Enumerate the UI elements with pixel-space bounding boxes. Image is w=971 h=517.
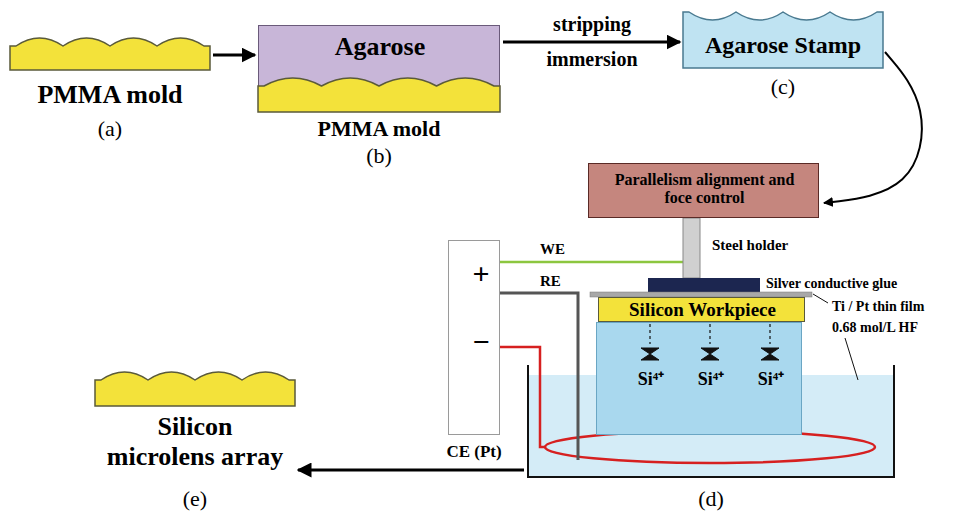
label-box: RE: [540, 272, 561, 290]
bowtie-symbol: [761, 348, 779, 360]
steel-holder: [683, 218, 700, 278]
node-label: Si⁴⁺: [758, 369, 784, 390]
leader-line: [813, 294, 828, 303]
re-wire: [500, 293, 578, 460]
process-arrow: [298, 469, 524, 472]
panel-label: (b): [366, 143, 392, 168]
panel-label: (d): [698, 486, 724, 511]
bowtie-symbol: [701, 348, 719, 360]
text-box: Silicon Workpiece: [599, 299, 806, 321]
node-label: +: [472, 257, 489, 292]
text-box: 0.68 mol/L HF: [832, 318, 962, 336]
panel-label: (a): [98, 116, 122, 141]
diffusion-line: [709, 324, 710, 344]
potentiostat: +−: [448, 240, 500, 435]
label-box: (a): [10, 116, 210, 141]
shape-outline: [258, 78, 500, 112]
callout-label: immersion: [546, 48, 637, 70]
shape-outline: [95, 372, 295, 406]
node-label: Agarose Stamp: [705, 32, 861, 60]
text-box: Silicon microlens array: [101, 412, 289, 472]
label-box: (b): [279, 143, 479, 168]
edge-label-box: stripping: [492, 13, 692, 36]
panel-label: (e): [183, 486, 207, 511]
callout-label: RE: [540, 273, 561, 289]
text-box: Si⁴⁺: [747, 369, 795, 390]
process-arrow: [503, 41, 680, 44]
shape-outline: [95, 372, 295, 406]
label-box: immersion: [492, 48, 692, 71]
text-box: Agarose Stamp: [683, 32, 883, 60]
diffusion-line: [769, 324, 770, 344]
text-box: −: [463, 325, 499, 360]
process-arrow: [213, 54, 255, 57]
we-wire: [500, 261, 683, 264]
node-label: Si⁴⁺: [698, 369, 724, 390]
ce-wire: [500, 347, 545, 447]
label-box: Steel holder: [712, 236, 788, 254]
diffusion-symbols: [641, 324, 779, 360]
text-box: PMMA mold: [10, 80, 210, 110]
silicon-workpiece: Silicon Workpiece: [598, 297, 805, 322]
node-label: −: [472, 325, 489, 360]
text-box: PMMA mold: [258, 116, 500, 141]
shape-outline: [258, 78, 500, 112]
label-box: (e): [95, 486, 295, 511]
shape-outline: [683, 12, 883, 68]
bowtie-symbol: [641, 348, 659, 360]
leader-line: [845, 338, 858, 380]
callout-label: CE (Pt): [446, 442, 501, 461]
shape-outline: [10, 38, 210, 70]
node-label: Si⁴⁺: [638, 369, 664, 390]
pt-counter-electrode: [545, 431, 875, 463]
control-box: Parallelism alignment and foce control: [588, 163, 819, 218]
node-label: Parallelism alignment and foce control: [605, 171, 804, 208]
shape-outline: [10, 38, 210, 70]
panel-label: (c): [771, 74, 795, 99]
label-box: CE (Pt): [374, 442, 574, 462]
diffusion-line: [649, 324, 650, 344]
process-arrow: [824, 52, 922, 203]
node-label: Silicon Workpiece: [629, 299, 776, 321]
callout-label: Ti / Pt thin film: [832, 299, 924, 314]
callout-label: WE: [540, 241, 565, 257]
text-box: Agarose: [259, 32, 501, 62]
agarose-stamp: Agarose Stamp: [683, 12, 883, 68]
node-label: PMMA mold: [318, 116, 441, 141]
text-box: Si⁴⁺: [627, 369, 675, 390]
mold-shape: PMMA mold: [10, 38, 210, 114]
label-box: Silver conductive glue: [766, 274, 897, 292]
microlens-array: Silicon microlens array: [95, 372, 295, 476]
node-label: Agarose: [335, 32, 426, 62]
label-box: WE: [540, 240, 565, 258]
label-box: Ti / Pt thin film: [832, 297, 924, 315]
agarose-stamp: Si⁴⁺ Si⁴⁺ Si⁴⁺: [596, 322, 802, 435]
mold-shape: PMMA mold: [258, 78, 500, 112]
label-box: (c): [683, 74, 883, 99]
label-box: (d): [611, 486, 811, 511]
text-box: Si⁴⁺: [687, 369, 735, 390]
silver-glue-layer: [648, 278, 760, 292]
node-label: 0.68 mol/L HF: [832, 320, 918, 336]
node-label: Silicon microlens array: [101, 412, 289, 472]
node-label: PMMA mold: [37, 80, 182, 110]
text-box: Parallelism alignment and foce control: [605, 171, 804, 208]
callout-label: Steel holder: [712, 237, 788, 253]
edge-label: stripping: [553, 13, 631, 35]
callout-label: Silver conductive glue: [766, 276, 897, 291]
text-box: +: [463, 257, 499, 292]
